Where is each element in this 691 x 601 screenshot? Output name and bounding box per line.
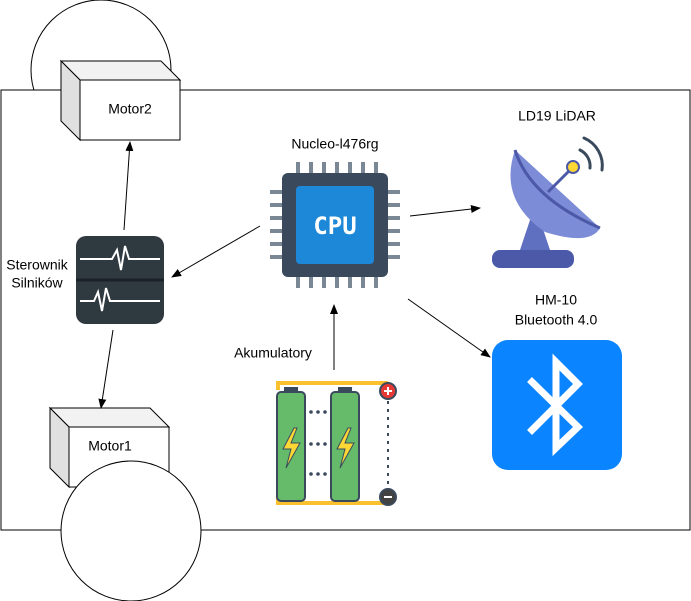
battery-pack-icon: [276, 381, 397, 506]
arrow-driver-to-motor2: [123, 141, 134, 231]
bottom-wheel: [60, 460, 202, 601]
satellite-dish-icon: [492, 136, 604, 268]
driver-label-line2: Silników: [11, 275, 63, 291]
arrow-cpu-to-bluetooth: [407, 298, 491, 358]
bluetooth-name-label: HM-10: [535, 292, 577, 308]
motor2-box: Motor2: [59, 59, 182, 142]
battery-label: Akumulatory: [234, 345, 312, 361]
motor2-label: Motor2: [108, 101, 152, 117]
bluetooth-version-label: Bluetooth 4.0: [515, 312, 598, 328]
motor1-label: Motor1: [88, 438, 132, 454]
connections: [98, 141, 491, 409]
arrow-cpu-to-lidar: [409, 205, 481, 217]
arrow-cpu-to-driver: [171, 225, 261, 278]
bluetooth-icon: [492, 340, 622, 470]
heartbeat-monitor-icon: [76, 236, 164, 324]
cpu-chip-label: CPU: [313, 212, 356, 240]
cpu-icon: CPU: [270, 162, 400, 288]
driver-label-line1: Sterownik: [6, 257, 68, 273]
lidar-label: LD19 LiDAR: [518, 108, 596, 124]
cpu-name-label: Nucleo-l476rg: [291, 136, 378, 152]
arrow-driver-to-motor1: [98, 329, 114, 409]
